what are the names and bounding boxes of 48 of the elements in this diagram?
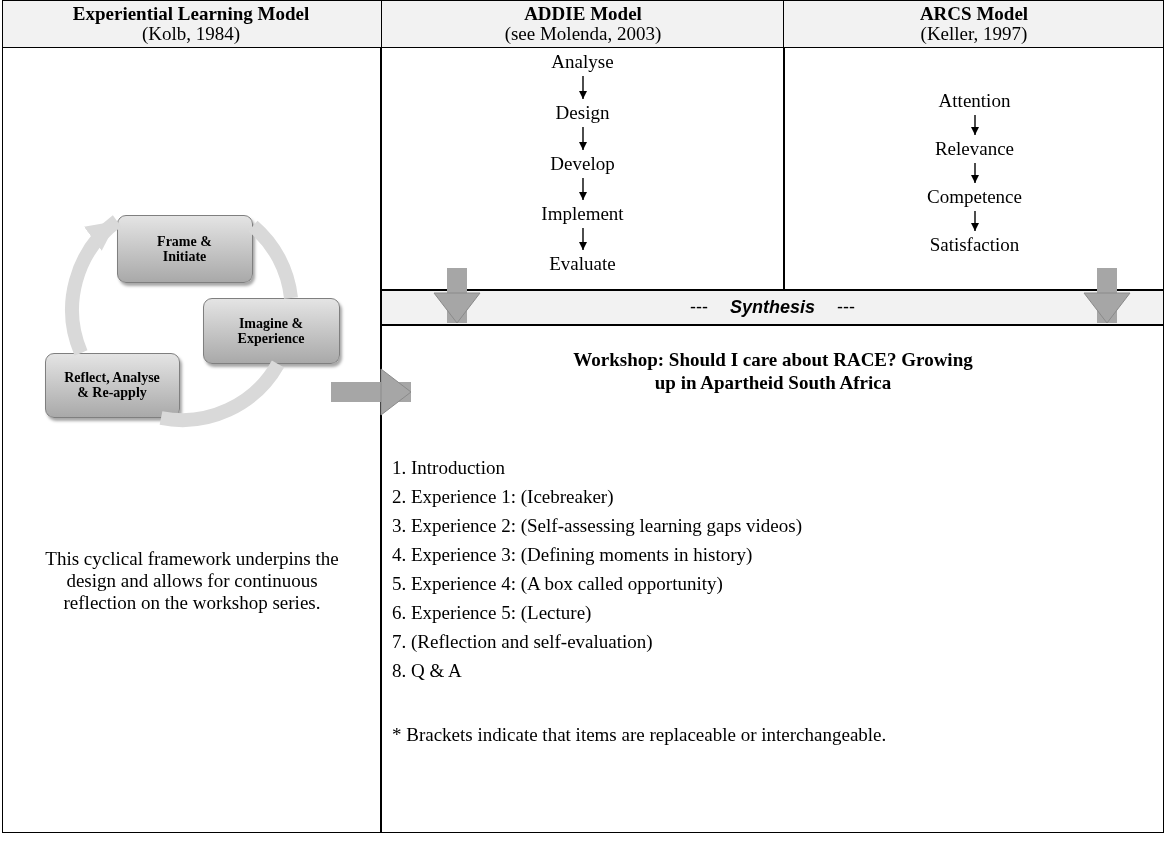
stage-label: Reflect, Analyse & Re-apply — [63, 370, 161, 400]
cycle-stage-box — [202, 297, 340, 364]
arrow — [971, 162, 979, 184]
column-heading: ADDIE Model — [524, 4, 642, 24]
arrow — [579, 126, 587, 151]
column-heading: Experiential Learning Model — [72, 4, 310, 24]
stage-label: Relevance — [934, 137, 1015, 160]
table-cell — [783, 47, 1164, 290]
stage-label: Attention — [938, 89, 1011, 112]
agenda-item: 3. Experience 2: (Self-assessing learning gaps videos) — [392, 514, 803, 537]
table-cell — [2, 47, 381, 833]
band-title: Synthesis — [729, 297, 815, 318]
column-heading: ARCS Model — [919, 4, 1029, 24]
citation: (Kolb, 1984) — [141, 24, 241, 44]
arrow — [579, 227, 587, 251]
synthesis-band — [381, 290, 1164, 325]
agenda-item: 4. Experience 3: (Defining moments in history) — [392, 543, 754, 566]
arrow — [579, 177, 587, 201]
agenda-item: 2. Experience 1: (Icebreaker) — [392, 485, 615, 508]
stage-label: Develop — [550, 152, 615, 175]
stage-label: Competence — [927, 185, 1022, 208]
dash-separator: --- — [837, 297, 855, 318]
dash-separator: --- — [690, 297, 708, 318]
description-text: This cyclical framework underpins the design and allows for continuous reflection on the workshop series. — [44, 548, 340, 614]
agenda-item: 1. Introduction — [392, 456, 506, 479]
table-cell — [381, 325, 1164, 833]
stage-label: Design — [555, 101, 610, 124]
agenda-item: 6. Experience 5: (Lecture) — [392, 601, 593, 624]
cycle-stage-box — [44, 352, 180, 418]
stage-label: Frame & Initiate — [156, 233, 213, 264]
citation: (Keller, 1997) — [920, 24, 1028, 44]
agenda-item: 8. Q & A — [392, 659, 463, 682]
arrow — [971, 114, 979, 136]
agenda-item: 7. (Reflection and self-evaluation) — [392, 630, 654, 653]
arrow — [971, 210, 979, 232]
arrow — [579, 75, 587, 100]
stage-label: Satisfaction — [929, 233, 1020, 256]
workshop-title: Workshop: Should I care about RACE? Growing up in Apartheid South Africa — [572, 348, 974, 394]
footnote: * Brackets indicate that items are replaceable or interchangeable. — [392, 723, 888, 746]
cycle-stage-box — [116, 214, 253, 283]
cycle-arrow — [65, 215, 122, 356]
stage-label: Imagine & Experience — [236, 315, 306, 346]
stage-label: Implement — [541, 202, 624, 225]
stage-label: Evaluate — [549, 252, 616, 275]
agenda-item: 5. Experience 4: (A box called opportunity) — [392, 572, 724, 595]
citation: (see Molenda, 2003) — [504, 24, 662, 44]
stage-label: Analyse — [551, 50, 614, 73]
table-cell — [381, 47, 785, 290]
